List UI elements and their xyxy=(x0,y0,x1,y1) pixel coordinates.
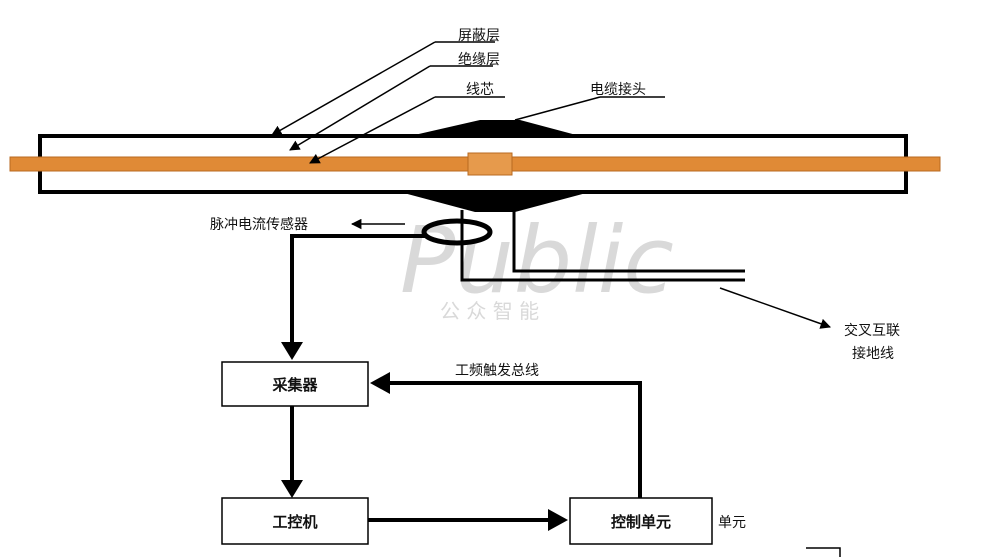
sensor-signal-arrowhead xyxy=(281,342,303,360)
joint-top-cone xyxy=(410,120,580,136)
ground-wire-b xyxy=(512,210,745,273)
core-leader-arrow xyxy=(309,96,436,164)
corner-mark xyxy=(806,547,841,557)
insulation-leader-arrow xyxy=(289,65,431,151)
label-shield: 屏蔽层 xyxy=(458,28,500,44)
ipc-box xyxy=(221,497,369,545)
label-joint: 电缆接头 xyxy=(590,81,646,98)
core-connector xyxy=(467,152,513,176)
shield-leader-arrow xyxy=(271,41,436,136)
collector-box xyxy=(221,361,369,407)
label-ground-line1: 交叉互联 xyxy=(844,322,900,339)
watermark-cn: 公 众 智 能 xyxy=(440,299,539,323)
control-label: 控制单元 xyxy=(611,513,671,531)
ipc-label: 工控机 xyxy=(272,513,317,531)
joint-leader-line xyxy=(514,96,601,121)
ground-wire-a xyxy=(460,210,745,282)
pulse-sensor-ring xyxy=(421,218,493,246)
ipc-control-arrowhead xyxy=(548,509,568,531)
label-sensor: 脉冲电流传感器 xyxy=(210,216,308,233)
sensor-signal-line xyxy=(290,234,425,345)
joint-bottom-cone xyxy=(400,192,590,212)
control-box xyxy=(569,497,713,545)
trigger-bus-line xyxy=(388,381,642,498)
collector-ipc-arrowhead xyxy=(281,480,303,498)
ground-leader-arrow xyxy=(719,287,831,329)
label-core: 线芯 xyxy=(466,82,494,98)
trigger-bus-arrowhead xyxy=(370,372,390,394)
watermark-word: Public xyxy=(400,207,674,314)
label-ground-line2: 接地线 xyxy=(852,345,894,362)
label-insulation: 绝缘层 xyxy=(458,52,500,68)
unit-suffix-label: 单元 xyxy=(718,515,746,531)
label-bus: 工频触发总线 xyxy=(455,363,539,379)
collector-label: 采集器 xyxy=(271,376,318,394)
